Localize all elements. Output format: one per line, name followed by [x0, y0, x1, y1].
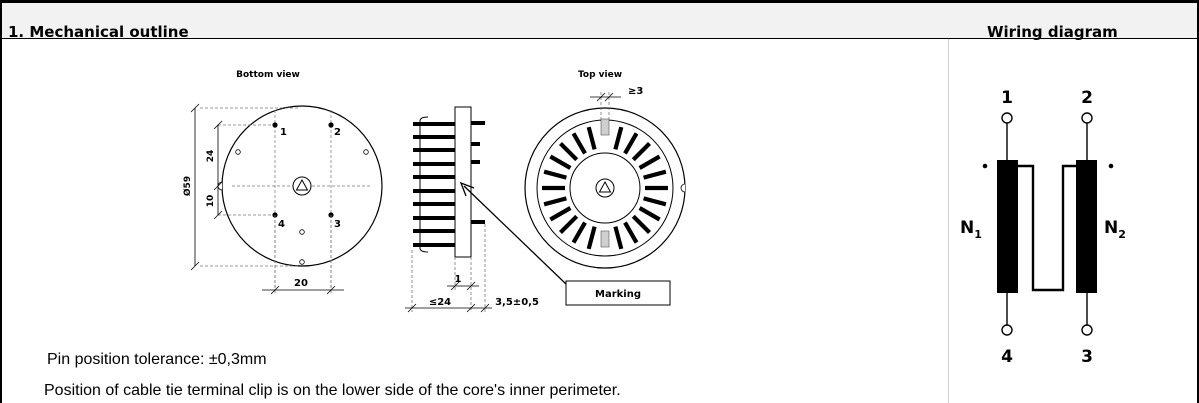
top-view-windings	[542, 126, 668, 250]
dim-10-label: 10	[206, 195, 216, 208]
wiring-diagram-title: Wiring diagram	[987, 23, 1118, 41]
winding-spoke	[559, 142, 579, 162]
ge3-dimension	[590, 92, 621, 119]
winding-spoke	[643, 196, 667, 207]
wiring-diagram: 1 2 N1 N2 4 3	[960, 88, 1126, 367]
bottom-view-label: Bottom view	[236, 70, 300, 80]
dim-ge3-label: ≥3	[628, 86, 643, 97]
section-title: 1. Mechanical outline	[8, 23, 189, 41]
winding-n2-main: N	[1104, 218, 1118, 238]
winding-n1-label: N1	[960, 218, 982, 241]
pin-tolerance-note: Pin position tolerance: ±0,3mm	[47, 351, 267, 368]
winding-n2-subscript: 2	[1118, 228, 1126, 241]
winding-spoke	[586, 226, 597, 250]
bottom-pin-4-label: 4	[278, 219, 285, 230]
winding-spoke	[543, 196, 567, 207]
wiring-pin-3-label: 3	[1081, 347, 1093, 367]
winding-n1-subscript: 1	[974, 228, 982, 241]
winding-spoke	[638, 206, 661, 222]
dim-3-5-label: 3,5±0,5	[495, 297, 539, 308]
winding-n1-core	[997, 160, 1018, 293]
winding-spoke	[571, 221, 587, 244]
marking-arrow-head	[459, 181, 475, 197]
polarity-dot-n2	[1108, 163, 1114, 169]
winding-spoke	[631, 142, 651, 162]
dim-20-label: 20	[294, 278, 308, 289]
mechanical-outline-drawing: Bottom view 1 2 4 3 Ø59	[182, 70, 686, 313]
bottom-view-mounting-holes	[235, 149, 369, 265]
dim-1-label: 1	[455, 274, 462, 285]
marking-leader-line	[463, 185, 567, 285]
bottom-view-notch	[217, 181, 223, 191]
top-view-markers	[600, 118, 610, 248]
top-view-core-inner	[569, 152, 641, 224]
column-divider	[948, 39, 949, 403]
dim-24-label: 24	[206, 150, 216, 163]
side-view-core	[419, 116, 429, 253]
bottom-view-center-triangle	[295, 178, 309, 191]
section-header: 1. Mechanical outline Wiring diagram	[0, 0, 1199, 41]
wiring-leads	[1006, 123, 1088, 325]
bottom-pin-3-label: 3	[334, 219, 341, 230]
top-view-notch	[680, 183, 686, 193]
winding-spoke	[613, 126, 624, 150]
bottom-pin-1-label: 1	[280, 127, 287, 138]
marking-label: Marking	[595, 289, 641, 300]
cable-tie-note: Position of cable tie terminal clip is o…	[44, 382, 621, 399]
horizontal-pin-dimension	[262, 215, 344, 295]
winding-spoke	[543, 169, 567, 180]
winding-n1-main: N	[960, 218, 974, 238]
wiring-pin-1-label: 1	[1001, 88, 1013, 108]
marking-box	[565, 280, 671, 306]
diameter-dim-label: Ø59	[182, 176, 193, 196]
winding-spoke	[549, 154, 572, 170]
vertical-pin-dimension	[213, 120, 223, 220]
winding-n2-core	[1076, 160, 1097, 293]
winding-spoke	[586, 126, 597, 150]
winding-spoke	[631, 214, 651, 234]
winding-spoke	[643, 169, 667, 180]
diameter-dimension	[190, 103, 200, 271]
side-view-leads	[413, 121, 485, 247]
wiring-pin-4-label: 4	[1001, 347, 1013, 367]
winding-spoke	[623, 221, 639, 244]
winding-spoke	[559, 214, 579, 234]
winding-spoke	[613, 226, 624, 250]
dim-le24-label: ≤24	[429, 297, 451, 308]
winding-n2-label: N2	[1104, 218, 1126, 241]
winding-spoke	[571, 132, 587, 155]
top-view-center-triangle	[598, 180, 612, 193]
top-view-label: Top view	[578, 70, 622, 80]
wiring-terminals	[1001, 112, 1093, 336]
bottom-pin-2-label: 2	[334, 127, 341, 138]
winding-connection	[1018, 164, 1076, 292]
side-view-base-plate	[454, 106, 472, 258]
winding-spoke	[623, 132, 639, 155]
polarity-dot-n1	[982, 163, 988, 169]
wiring-pin-2-label: 2	[1081, 88, 1093, 108]
winding-spoke	[549, 206, 572, 222]
winding-spoke	[638, 154, 661, 170]
side-view-dimension-lines	[405, 224, 492, 313]
